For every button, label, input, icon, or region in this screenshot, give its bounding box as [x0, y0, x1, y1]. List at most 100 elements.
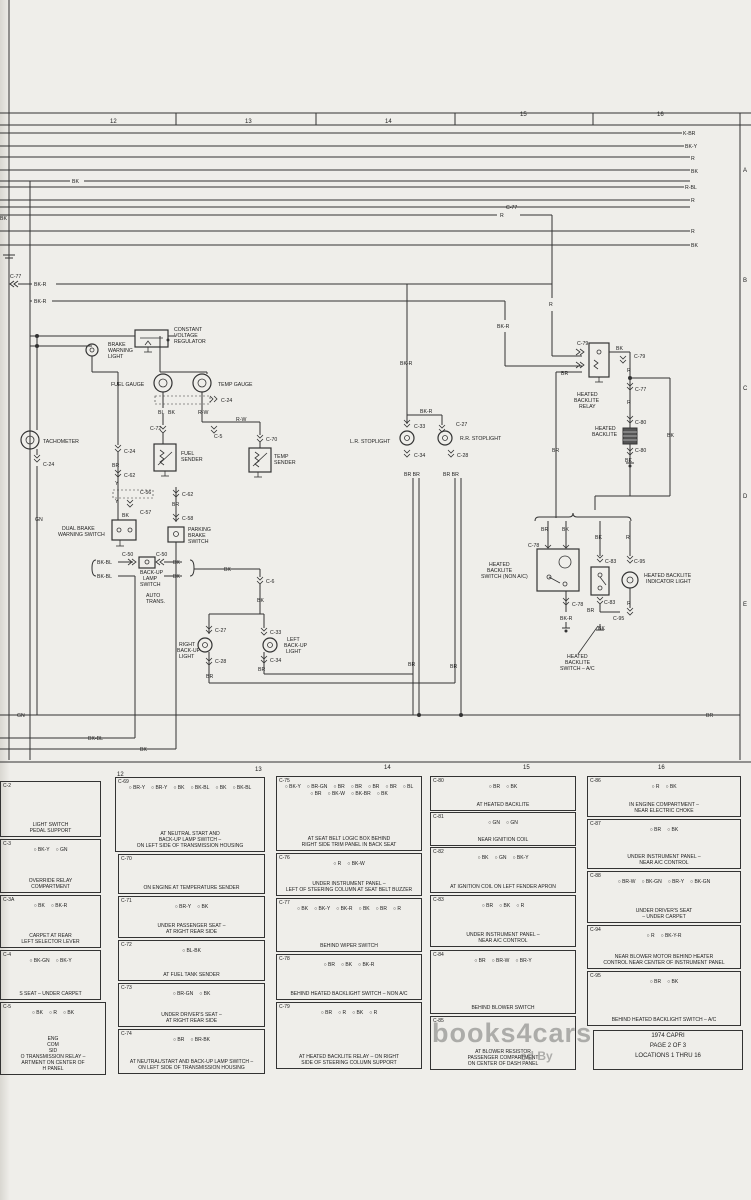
locator-pins: ○ BR○ BR-BK [119, 1037, 264, 1043]
locator-caption-line: AT HEATED BACKLITE RELAY – ON RIGHT [298, 1054, 400, 1060]
locator-caption-line: AT HEATED BACKLITE [476, 802, 530, 808]
locator-pin: ○ BK [173, 785, 185, 791]
conn-c58: C-58 [182, 516, 193, 522]
conn-c80-b: C-80 [635, 448, 646, 454]
locator-pins: ○ BR○ BK [431, 784, 575, 790]
locator-pin: ○ BK [340, 962, 353, 968]
locator-pin: ○ GN [488, 820, 500, 826]
conn-c95-b: C-95 [613, 616, 624, 622]
locator-pin: ○ BR [320, 1010, 333, 1016]
locator-pins: ○ BR○ R○ BK○ R [277, 1010, 421, 1016]
locator-pin: ○ BR-W [617, 879, 636, 885]
locator-caption-line: LIGHT SWITCH [32, 822, 69, 828]
bottom-column-numbers: 12 13 14 15 16 [117, 765, 665, 778]
locator-pin: ○ R [516, 903, 525, 909]
wire-label-r3: R [691, 229, 695, 235]
locator-id: C-72 [121, 942, 132, 948]
locator-pin: ○ BR-W [491, 958, 510, 964]
temp-gauge-label: TEMP GAUGE [218, 382, 253, 388]
locator-pin: ○ BR [385, 784, 397, 790]
locator-pin: ○ BK [665, 784, 677, 790]
locator-caption-line: ON LEFT SIDE OF TRANSMISSION HOUSING [136, 843, 244, 849]
locator-pin: ○ BK-GN [641, 879, 662, 885]
locator-pin: ○ BL-BK [182, 948, 201, 954]
rr-stoplight-label: R.R. STOPLIGHT [460, 436, 502, 442]
locator-pin: ○ BK [667, 979, 679, 985]
locator-pins: ○ BR-Y○ BR-Y○ BK○ BK-BL○ BK○ BK-BL [116, 785, 264, 791]
locator-caption: BEHIND HEATED BACKLIGHT SWITCH – NON A/C [279, 991, 419, 997]
locator-caption-line: ON CENTER OF DASH PANEL [467, 1061, 539, 1067]
locator-caption-line: LEFT OF STEERING COLUMN AT SEAT BELT BUZ… [285, 887, 413, 893]
locator-caption-line: ENG [47, 1036, 59, 1042]
label-bk-c6b: BK [257, 598, 264, 604]
locator-pins: ○ BK-GN○ BK-Y [1, 958, 100, 964]
label-rw: R-W [198, 410, 208, 416]
locator-pin: ○ BK-R [50, 903, 68, 909]
conn-c57: C-57 [140, 510, 151, 516]
bcol-12: 12 [117, 772, 124, 778]
conn-c50-b: C-50 [156, 552, 167, 558]
locator-pins: ○ BK○ BK-Y○ BK-R○ BK○ BR○ R [277, 906, 421, 912]
label-bkr-c78: BK-R [560, 616, 573, 622]
locator-id: C-83 [433, 897, 444, 903]
locator-pin: ○ BK [506, 784, 518, 790]
wire-label-gn-bottom: GN [17, 713, 25, 719]
locator-pins: ○ R○ BK-W [277, 861, 421, 867]
locator-caption-line: NEAR ELECTRIC CHOKE [634, 808, 694, 814]
wire-label-br-rel: BR [552, 448, 559, 454]
conn-c83-a: C-83 [605, 559, 616, 565]
locator-caption-line: NEAR A/C CONTROL [639, 860, 689, 866]
conn-c62-a: C-62 [124, 473, 135, 479]
conn-c77: C-77 [635, 387, 646, 393]
locator-pin: ○ BK-Y [33, 847, 50, 853]
locator-pin: ○ BK-BR [351, 791, 371, 797]
conn-c56: C-56 [140, 490, 151, 496]
conn-c24-b: C-24 [124, 449, 135, 455]
bcol-13: 13 [255, 767, 262, 773]
locator-id: C-75 [279, 778, 290, 784]
bus-wires [0, 132, 690, 760]
locator-id: C-3A [3, 897, 15, 903]
locator-pins: ○ BR○ BK [588, 979, 740, 985]
label-bkbl2: BK-BL [97, 574, 112, 580]
locator-pins: ○ BR○ BK○ R [431, 903, 575, 909]
locator-caption-line: NEAR A/C CONTROL [478, 938, 528, 944]
col-14: 14 [385, 119, 392, 125]
bcol-14: 14 [384, 765, 391, 771]
locator-caption-line: BEHIND HEATED BACKLIGHT SWITCH – A/C [611, 1017, 717, 1023]
label-bk-dbw: BK [122, 513, 129, 519]
locator-id: C-80 [433, 778, 444, 784]
locator-caption: BEHIND WIPER SWITCH [279, 943, 419, 949]
conn-c27-a: C-27 [215, 628, 226, 634]
locator-pin: ○ BK-GN [690, 879, 711, 885]
locator-id: C-74 [121, 1031, 132, 1037]
locator-pin: ○ R [646, 933, 655, 939]
locator-pin: ○ BR [350, 784, 363, 790]
row-letters: A B C D E [743, 168, 748, 608]
locator-pin: ○ R [333, 861, 342, 867]
locator-caption: AT FUEL TANK SENDER [121, 972, 262, 978]
locator-caption-line: BACK-UP LAMP SWITCH – [158, 837, 222, 843]
locator-pin: ○ BK-Y [314, 906, 331, 912]
conn-c72: C-72 [150, 426, 161, 432]
locator-id: C-85 [433, 1018, 444, 1024]
label-bk-c83: BK [595, 535, 602, 541]
row-b: B [743, 278, 747, 284]
locator-pins: ○ BK-Y○ BR-GN○ BR○ BR○ BR○ BR○ BL○ BR○ B… [277, 784, 421, 797]
wire-label-gn: GN [35, 517, 43, 523]
locator-pin: ○ BK [477, 855, 489, 861]
locator-pin: ○ BK-R [336, 906, 353, 912]
